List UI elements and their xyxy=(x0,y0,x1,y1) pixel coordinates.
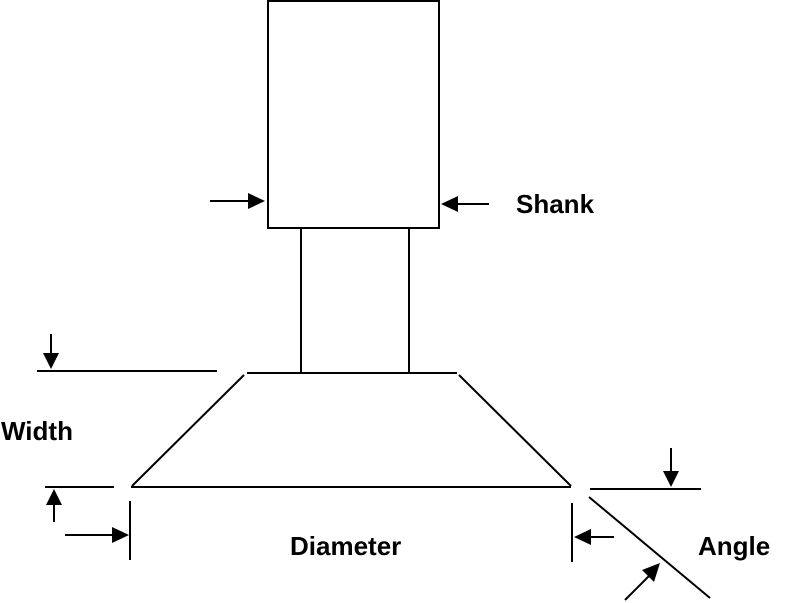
angle-arrow-diagonal xyxy=(624,563,660,601)
shank-arrow-right xyxy=(441,196,489,212)
angle-slope-line xyxy=(588,496,711,599)
diameter-arrow-left xyxy=(65,527,129,543)
shank-label: Shank xyxy=(516,189,595,219)
shank-body xyxy=(267,0,440,229)
width-arrow-up xyxy=(46,489,62,522)
angle-label: Angle xyxy=(698,531,770,561)
shank-arrow-left xyxy=(210,193,265,209)
head-right-slope xyxy=(458,374,572,487)
width-arrow-down xyxy=(43,334,59,369)
width-label: Width xyxy=(1,416,73,446)
diameter-label: Diameter xyxy=(290,531,401,561)
diameter-arrow-right xyxy=(574,529,614,545)
angle-arrow-down xyxy=(663,448,679,487)
head-left-slope xyxy=(131,374,245,487)
